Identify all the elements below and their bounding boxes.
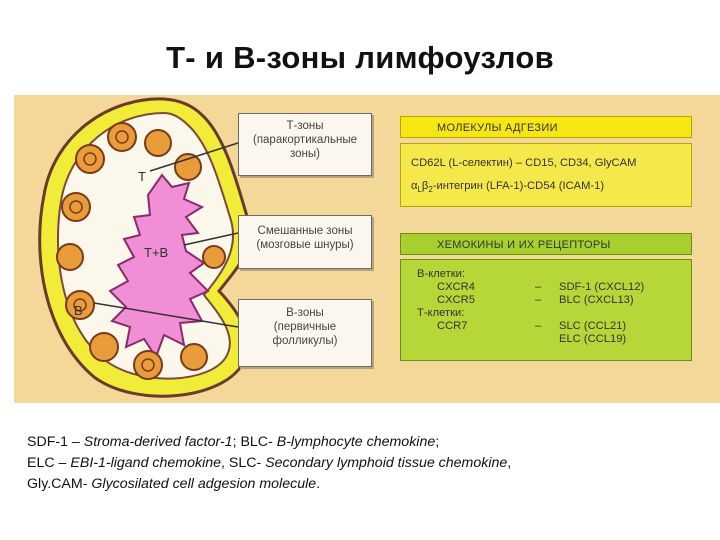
- beta-subscript: 2: [428, 185, 433, 195]
- callout-t-zone-line1: Т-зоны: [286, 120, 324, 132]
- page-title: Т- и В-зоны лимфоузлов: [166, 40, 554, 75]
- adhesion-line-2: αLβ2-интегрин (LFA-1)-CD54 (ICAM-1): [411, 175, 691, 201]
- chemokine-row: CXCR4 – SDF-1 (CXCL12): [417, 281, 691, 294]
- callout-mixed-zone: Смешанные зоны (мозговые шнуры): [238, 215, 372, 269]
- germinal-centers: [69, 130, 155, 372]
- callout-t-zone-line3: зоны): [290, 148, 320, 160]
- callout-b-zone-line1: В-зоны: [286, 307, 324, 319]
- receptor: CXCR4: [437, 281, 475, 293]
- beta-symbol: β: [421, 180, 429, 192]
- callout-mixed-zone-line2: (мозговые шнуры): [256, 239, 354, 251]
- footnote: SDF-1 – Stroma-derived factor-1; BLC- B-…: [27, 432, 717, 495]
- b-cells-label: В-клетки:: [417, 268, 465, 280]
- dash: –: [535, 281, 542, 293]
- ligand: SLC (CCL21): [559, 320, 627, 332]
- t-cells-label: Т-клетки:: [417, 307, 465, 319]
- callout-b-zone: В-зоны (первичные фолликулы): [238, 299, 372, 367]
- zone-label-b: B: [74, 303, 83, 318]
- adhesion-line-1: CD62L (L-селектин) – CD15, CD34, GlyCAM: [411, 157, 637, 169]
- alpha-symbol: α: [411, 180, 418, 192]
- callout-t-zone-line2: (паракортикальные: [252, 134, 358, 146]
- chemokine-row: CCR7 – SLC (CCL21): [417, 320, 691, 333]
- receptor: CCR7: [437, 320, 468, 332]
- callout-t-zone: Т-зоны (паракортикальные зоны): [238, 113, 372, 176]
- zone-label-tb: T+B: [144, 245, 168, 260]
- adhesion-line-2-rest: -интегрин (LFA-1)-CD54 (ICAM-1): [432, 180, 605, 192]
- dash: –: [535, 320, 542, 332]
- alpha-subscript: L: [417, 185, 422, 195]
- lymph-node-diagram: T T+B B: [38, 97, 252, 398]
- callout-mixed-zone-line1: Смешанные зоны: [257, 225, 353, 237]
- ligand: SDF-1 (CXCL12): [559, 281, 645, 293]
- adhesion-body: CD62L (L-селектин) – CD15, CD34, GlyCAM …: [400, 143, 692, 207]
- receptor: CXCR5: [437, 294, 475, 306]
- footnote-line-1: SDF-1 – Stroma-derived factor-1; BLC- B-…: [27, 434, 440, 450]
- chemokine-row: CXCR5 – BLC (CXCL13): [417, 294, 691, 307]
- adhesion-header: МОЛЕКУЛЫ АДГЕЗИИ: [400, 116, 692, 138]
- callout-b-zone-line3: фолликулы): [272, 335, 338, 347]
- zone-label-t: T: [138, 169, 146, 184]
- figure-panel: T T+B B Т-зоны (паракортикальные зоны) С…: [14, 95, 720, 403]
- pointer-lines: [93, 142, 239, 328]
- footnote-line-3: Gly.CAM- Glycosilated cell adgesion mole…: [27, 476, 321, 492]
- medulla-cords: [108, 173, 210, 360]
- dash: –: [535, 294, 542, 306]
- ligand: ELC (CCL19): [559, 333, 627, 345]
- chemokines-body: В-клетки: CXCR4 – SDF-1 (CXCL12) CXCR5 –…: [400, 259, 692, 361]
- chemokine-row: ELC (CCL19): [417, 333, 691, 346]
- chemokines-header: ХЕМОКИНЫ И ИХ РЕЦЕПТОРЫ: [400, 233, 692, 255]
- ligand: BLC (CXCL13): [559, 294, 634, 306]
- footnote-line-2: ELC – EBI-1-ligand chemokine, SLC- Secon…: [27, 455, 512, 471]
- callout-b-zone-line2: (первичные: [273, 321, 337, 333]
- follicles: [56, 122, 226, 380]
